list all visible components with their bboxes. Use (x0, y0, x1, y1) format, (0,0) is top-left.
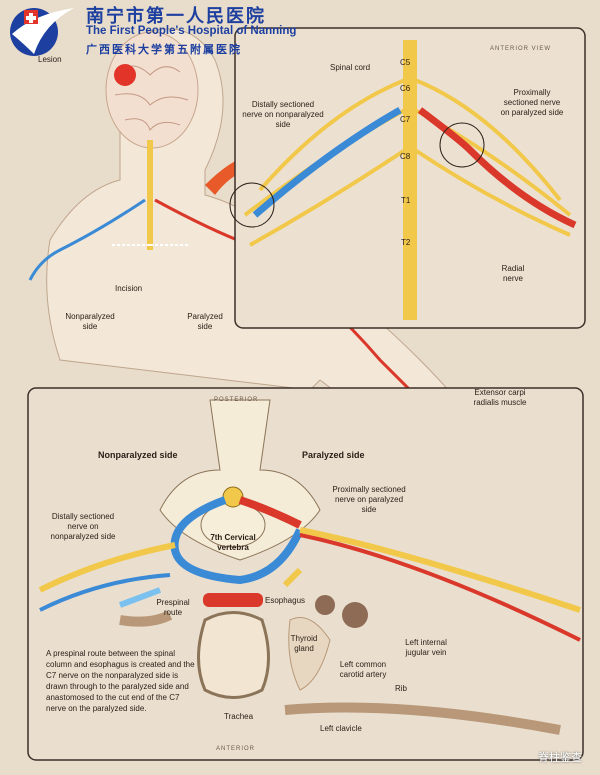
label-prespinal-route: Prespinal route (156, 598, 190, 617)
label-anterior-view: ANTERIOR VIEW (490, 46, 552, 52)
label-rib: Rib (395, 684, 408, 693)
label-carotid: Left common carotid artery (339, 660, 387, 679)
lesion-dot (114, 64, 136, 86)
hospital-name-cn: 南宁市第一人民医院 (86, 6, 266, 27)
university-name-cn: 广西医科大学第五附属医院 (86, 43, 242, 56)
label-thyroid: Thyroid gland (290, 634, 318, 653)
label-c7: C7 (400, 115, 411, 124)
label-paralyzed-side: Paralyzed side (187, 312, 223, 331)
hospital-logo-icon (4, 4, 80, 58)
label-cs-proximal: Proximally sectioned nerve on paralyzed … (332, 485, 406, 514)
label-nonparalyzed-side: Nonparalyzed side (65, 312, 115, 331)
watermark: 脊柱鉴查 (538, 751, 582, 764)
label-trachea: Trachea (224, 712, 254, 721)
label-c5: C5 (400, 58, 411, 67)
label-esophagus: Esophagus (265, 596, 306, 605)
label-c8: C8 (400, 152, 411, 161)
label-vertebra: 7th Cervical vertebra (210, 533, 256, 552)
label-incision: Incision (115, 284, 143, 293)
label-posterior: POSTERIOR (214, 397, 259, 403)
label-jugular: Left internal jugular vein (405, 638, 447, 657)
label-extensor: Extensor carpi radialis muscle (473, 388, 527, 407)
label-radial-nerve: Radial nerve (501, 264, 525, 283)
label-proximal-nerve-top: Proximally sectioned nerve on paralyzed … (500, 88, 564, 117)
label-spinal-cord: Spinal cord (330, 63, 371, 72)
description-text: A prespinal route between the spinal col… (46, 649, 195, 713)
label-c6: C6 (400, 84, 411, 93)
label-lesion: Lesion (38, 55, 62, 64)
label-cs-distal: Distally sectioned nerve on nonparalyzed… (50, 512, 116, 541)
label-t2: T2 (401, 238, 411, 247)
label-cs-nonparalyzed: Nonparalyzed side (98, 450, 178, 460)
label-t1: T1 (401, 196, 411, 205)
label-clavicle: Left clavicle (320, 724, 362, 733)
hospital-name-en: The First People's Hospital of Nanning (86, 25, 297, 37)
label-cs-paralyzed: Paralyzed side (302, 450, 365, 460)
label-distal-nerve-top: Distally sectioned nerve on nonparalyzed… (242, 100, 324, 129)
hospital-header: 南宁市第一人民医院 The First People's Hospital of… (0, 0, 330, 62)
label-anterior: ANTERIOR (216, 746, 256, 752)
